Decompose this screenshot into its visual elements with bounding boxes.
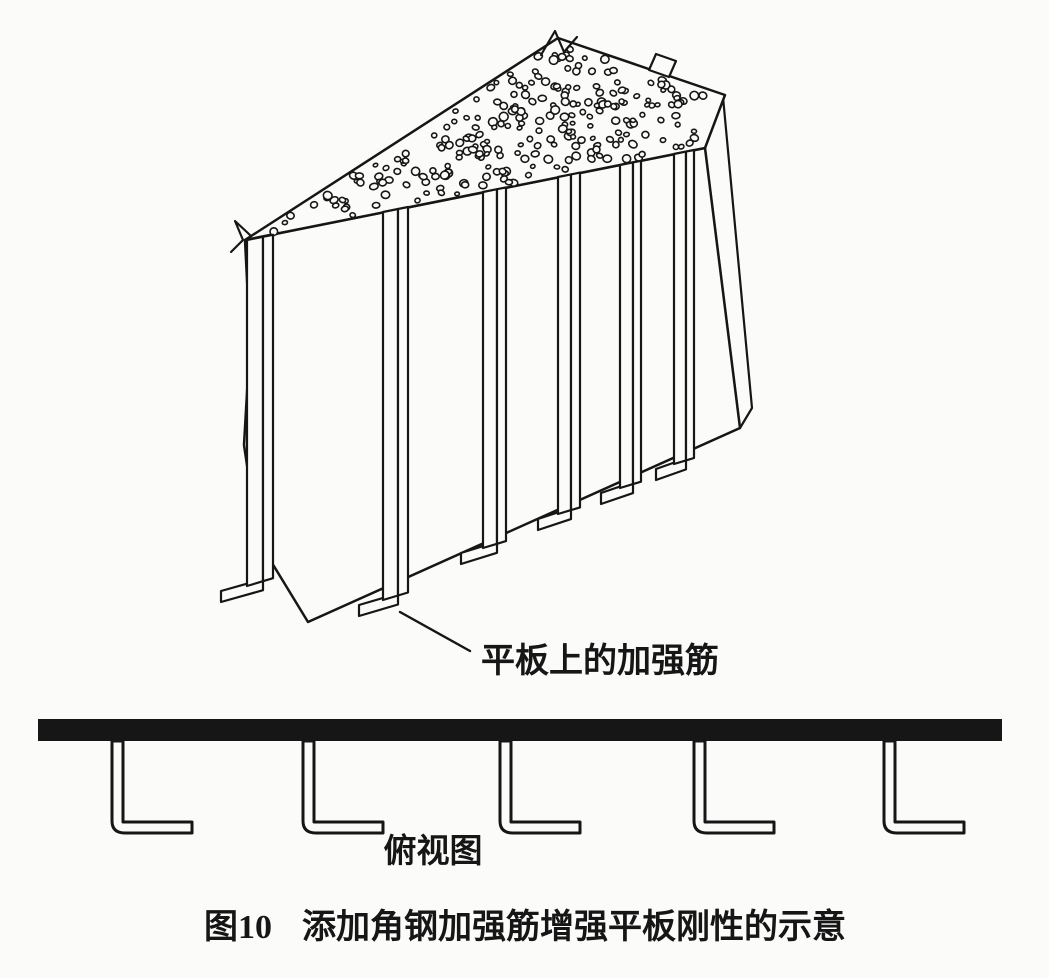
torn-edge-corner — [229, 219, 252, 254]
rib-edge — [569, 171, 582, 512]
figure-caption: 图10 添加角钢加强筋增强平板刚性的示意 — [204, 908, 846, 946]
torn-edge-apex — [539, 29, 579, 57]
rib-edge — [396, 205, 410, 597]
plate-section-bar — [38, 719, 1002, 741]
rib-face — [381, 207, 400, 602]
stiffener-rib — [357, 205, 410, 618]
rib-edge — [495, 186, 508, 545]
rib-edge — [631, 159, 643, 486]
rib-face — [672, 150, 688, 466]
rib-face — [481, 188, 499, 550]
stipple-dots — [269, 45, 708, 237]
isometric-view — [219, 29, 754, 624]
figure-caption-text: 添加角钢加强筋增强平板刚性的示意 — [302, 908, 846, 946]
stiffener-rib — [459, 186, 508, 566]
stiffener-rib — [219, 233, 275, 604]
stiffener-ribs — [219, 148, 696, 618]
angle-section — [692, 739, 776, 835]
back-edge-tab — [647, 52, 678, 79]
leader-line — [398, 610, 472, 653]
rib-face — [245, 235, 265, 588]
rib-edge — [261, 233, 275, 583]
angle-section — [110, 739, 194, 835]
section-view: 俯视图 — [38, 719, 1002, 870]
rib-edge — [684, 148, 696, 462]
angle-section — [301, 739, 385, 835]
figure-caption-number: 图10 — [204, 909, 272, 946]
rib-face — [618, 161, 635, 490]
stiffener-rib — [599, 159, 643, 506]
plate-top-surface — [243, 36, 727, 242]
angle-sections — [110, 739, 966, 835]
angle-section — [498, 739, 582, 835]
stiffener-rib — [654, 148, 696, 482]
rib-label-group: 平板上的加强筋 — [398, 610, 719, 680]
rib-face — [556, 173, 573, 516]
stiffener-rib — [536, 171, 582, 532]
topview-label: 俯视图 — [384, 833, 483, 870]
angle-section — [882, 739, 966, 835]
rib-label: 平板上的加强筋 — [481, 642, 719, 680]
